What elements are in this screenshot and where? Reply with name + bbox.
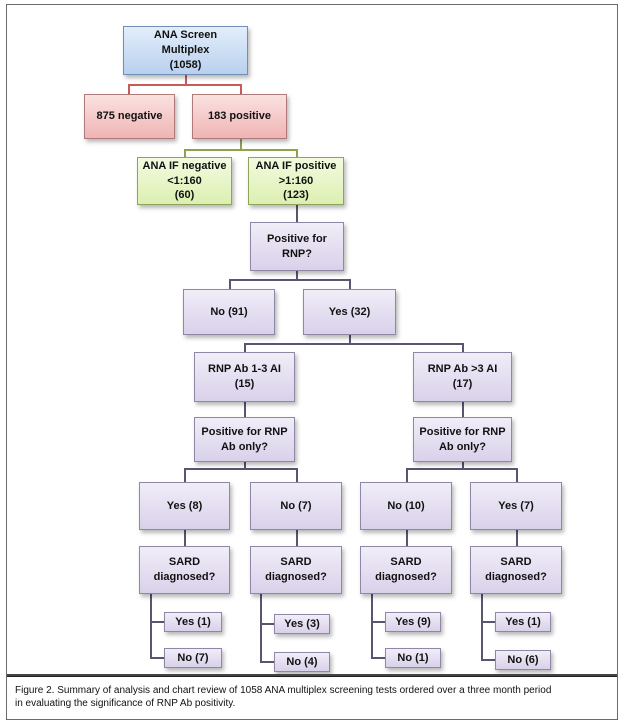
node-negative: 875 negative [84, 94, 175, 139]
node-text: SARD [500, 556, 532, 569]
node-text: diagnosed? [375, 571, 437, 583]
node-outcome-3-yes: Yes (9) [385, 612, 441, 632]
node-text: ANA IF negative [142, 159, 227, 172]
node-text: SARD [280, 556, 312, 569]
node-text: Ab only? [438, 440, 487, 453]
node-text: SARD [390, 556, 422, 569]
node-text: diagnosed? [153, 571, 216, 583]
node-text: ANA Screen [153, 29, 218, 42]
node-rnp-no: No (91) [183, 289, 275, 335]
node-text: Yes (32) [328, 305, 371, 318]
node-only-high: Positive for RNP Ab only? [413, 417, 512, 462]
node-text: Multiplex [161, 44, 210, 57]
figure-caption: Figure 2. Summary of analysis and chart … [7, 676, 617, 719]
node-text: RNP Ab 1-3 AI [208, 363, 281, 376]
node-text: (1058) [169, 58, 202, 71]
node-text: Yes (8) [166, 499, 203, 512]
node-if-positive: ANA IF positive >1:160 (123) [248, 157, 344, 205]
node-low-yes: Yes (8) [139, 482, 230, 530]
node-text: No (7) [177, 651, 209, 664]
node-text: ANA IF positive [255, 159, 337, 172]
node-text: Positive for RNP [419, 425, 506, 438]
node-text: Yes (3) [284, 617, 320, 630]
node-text: diagnosed? [485, 571, 547, 583]
caption-divider [7, 674, 617, 676]
node-text: No (4) [286, 655, 318, 668]
node-text: No (91) [210, 305, 248, 318]
caption-line-1: Figure 2. Summary of analysis and chart … [15, 685, 552, 696]
node-only-low: Positive for RNP Ab only? [194, 417, 295, 462]
node-high-no: No (10) [360, 482, 452, 530]
node-text: 875 negative [96, 110, 163, 123]
node-text: Yes (9) [395, 615, 431, 628]
node-outcome-4-no: No (6) [495, 650, 551, 670]
node-text: >1:160 [278, 174, 314, 187]
node-rnp-yes: Yes (32) [303, 289, 396, 335]
node-text: SARD [168, 556, 201, 569]
node-sard-2: SARD diagnosed? [250, 546, 342, 594]
node-high-yes: Yes (7) [470, 482, 562, 530]
node-outcome-4-yes: Yes (1) [495, 612, 551, 632]
node-text: Positive for RNP [201, 425, 288, 438]
node-text: Ab only? [220, 440, 269, 453]
node-sard-1: SARD diagnosed? [139, 546, 230, 594]
node-ab-high: RNP Ab >3 AI (17) [413, 352, 512, 402]
node-text: (123) [283, 189, 309, 202]
node-text: Yes (1) [505, 615, 541, 628]
node-rnp-question: Positive for RNP? [250, 222, 344, 271]
node-outcome-2-no: No (4) [274, 652, 330, 672]
node-text: (17) [452, 378, 473, 390]
node-sard-4: SARD diagnosed? [470, 546, 562, 594]
node-outcome-2-yes: Yes (3) [274, 614, 330, 634]
node-text: No (1) [397, 651, 429, 664]
node-text: (15) [234, 378, 255, 390]
node-text: RNP? [282, 247, 312, 260]
caption-line-2: in evaluating the significance of RNP Ab… [15, 698, 236, 709]
node-text: No (10) [387, 499, 425, 512]
node-text: Yes (7) [498, 499, 534, 512]
node-low-no: No (7) [250, 482, 342, 530]
node-outcome-3-no: No (1) [385, 648, 441, 668]
node-text: 183 positive [208, 110, 271, 123]
node-text: No (6) [507, 653, 539, 666]
node-text: (60) [174, 189, 195, 202]
node-text: diagnosed? [265, 571, 327, 583]
node-ana-screen: ANA Screen Multiplex (1058) [123, 26, 248, 75]
node-text: <1:160 [167, 174, 202, 187]
node-if-negative: ANA IF negative <1:160 (60) [137, 157, 232, 205]
node-text: Yes (1) [175, 615, 211, 628]
node-outcome-1-no: No (7) [164, 648, 222, 668]
node-ab-low: RNP Ab 1-3 AI (15) [194, 352, 295, 402]
node-outcome-1-yes: Yes (1) [164, 612, 222, 632]
node-sard-3: SARD diagnosed? [360, 546, 452, 594]
node-text: RNP Ab >3 AI [427, 363, 498, 376]
node-positive: 183 positive [192, 94, 287, 139]
node-text: Positive for [267, 232, 327, 245]
node-text: No (7) [280, 499, 312, 512]
